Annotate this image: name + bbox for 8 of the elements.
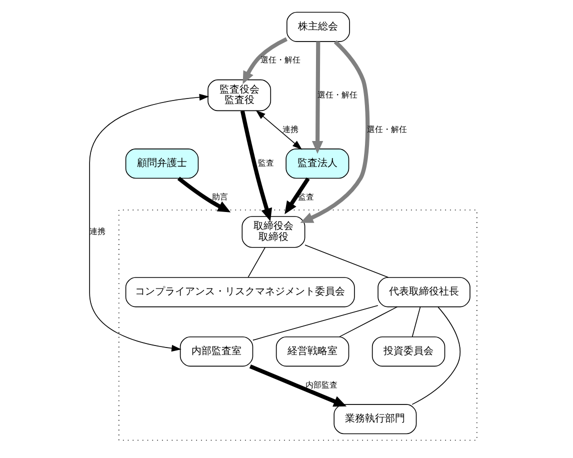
edge-label: 選任・解任 — [317, 88, 358, 99]
edge-label: 連携 — [282, 123, 299, 134]
edge-label: 選任・解任 — [260, 54, 300, 64]
edge-label: 連携 — [90, 225, 106, 236]
edge-label: 助言 — [212, 190, 228, 201]
edge-label: 監査 — [258, 157, 274, 168]
edge-label: 選任・解任 — [366, 123, 407, 134]
edge-label: 内部監査 — [305, 378, 338, 389]
